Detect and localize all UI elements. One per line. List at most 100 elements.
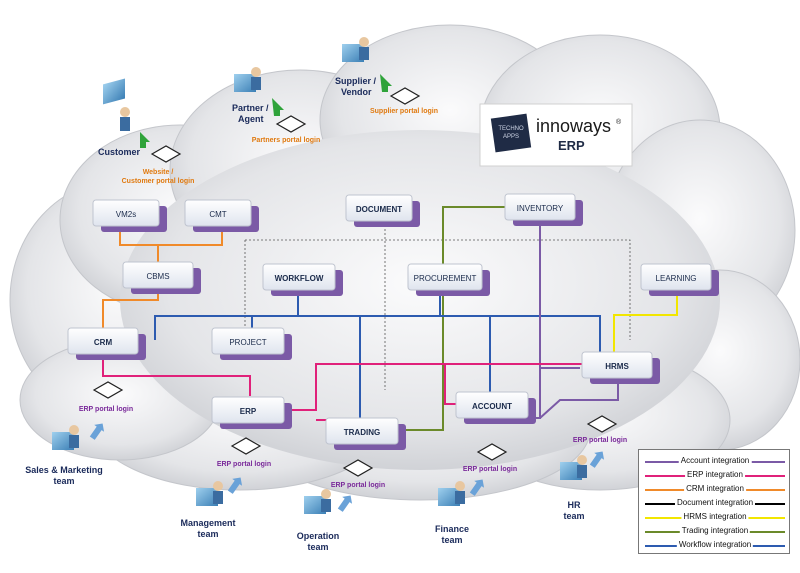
legend-label: Document integration [674, 498, 756, 507]
module-cbms[interactable]: CBMS [122, 261, 201, 294]
module-project[interactable]: PROJECT [211, 327, 292, 360]
module-learning[interactable]: LEARNING [640, 263, 719, 296]
blue-arrow-icon [89, 423, 105, 440]
laptop-icon [150, 145, 182, 163]
legend-item: Account integration [645, 456, 785, 468]
management-team-line2: team [197, 529, 218, 539]
module-cmt[interactable]: CMT [184, 199, 259, 232]
supplier-portal-label[interactable]: Supplier portal login [370, 108, 438, 115]
laptop-icon [275, 115, 307, 133]
person-icon [560, 455, 587, 480]
laptop-icon [476, 443, 508, 461]
laptop-icon [342, 459, 374, 477]
legend-item: ERP integration [645, 470, 785, 482]
module-project-label: PROJECT [229, 338, 266, 347]
module-workflow[interactable]: WORKFLOW [262, 263, 343, 296]
operation-team-line2: team [307, 542, 328, 552]
person-icon [196, 481, 223, 506]
supplier-role-line2: Vendor [341, 87, 372, 97]
legend-label: Trading integration [679, 526, 751, 535]
module-cbms-label: CBMS [146, 272, 169, 281]
module-inventory-label: INVENTORY [517, 204, 564, 213]
legend-item: Workflow integration [645, 540, 785, 552]
module-hrms-label: HRMS [605, 362, 629, 371]
hr-team-line2: team [563, 511, 584, 521]
operation-team-line1: Operation [297, 531, 340, 541]
customer-portal-line1[interactable]: Website / [143, 169, 174, 176]
blue-arrow-icon [469, 479, 485, 496]
module-inventory[interactable]: INVENTORY [504, 193, 583, 226]
management-team: ERP portal login Management team [180, 437, 271, 539]
legend-item: Trading integration [645, 526, 785, 538]
hr-erp-login[interactable]: ERP portal login [573, 437, 627, 444]
module-trading-label: TRADING [344, 428, 380, 437]
management-erp-login[interactable]: ERP portal login [217, 461, 271, 468]
customer-portal-line2[interactable]: Customer portal login [122, 178, 195, 185]
partner-portal: Partner / Agent Partners portal login [232, 67, 320, 144]
module-workflow-label: WORKFLOW [275, 274, 324, 283]
green-arrow-icon [140, 132, 150, 148]
module-trading[interactable]: TRADING [325, 417, 406, 450]
laptop-icon [230, 437, 262, 455]
legend-label: CRM integration [684, 484, 746, 493]
hrms-integration-line [613, 290, 678, 352]
operation-erp-login[interactable]: ERP portal login [331, 482, 385, 489]
logo-badge-top: TECHNO [498, 126, 524, 132]
legend-label: Account integration [678, 456, 752, 465]
module-document-label: DOCUMENT [356, 205, 402, 214]
legend-label: Workflow integration [676, 540, 754, 549]
blue-arrow-icon [337, 495, 353, 512]
crm-integration-lines [102, 230, 223, 330]
laptop-icon [586, 415, 618, 433]
legend-label: ERP integration [685, 470, 745, 479]
logo-registered: ® [616, 118, 622, 126]
module-hrms[interactable]: HRMS [581, 351, 660, 384]
module-account[interactable]: ACCOUNT [455, 391, 536, 424]
person-icon [438, 481, 465, 506]
sales-marketing-team: ERP portal login Sales & Marketing team [25, 381, 133, 486]
trading-integration-line [405, 206, 505, 431]
person-icon [234, 67, 261, 92]
customer-portal: Customer Website / Customer portal login [98, 78, 195, 185]
logo-badge-bottom: APPS [503, 134, 519, 140]
legend-item: HRMS integration [645, 512, 785, 524]
logo-brand: innoways [536, 116, 611, 136]
management-team-line1: Management [180, 518, 235, 528]
blue-arrow-icon [589, 451, 605, 468]
module-crm[interactable]: CRM [67, 327, 146, 360]
module-document[interactable]: DOCUMENT [345, 194, 420, 227]
operation-team: ERP portal login Operation team [297, 459, 385, 552]
legend-label: HRMS integration [681, 512, 749, 521]
hr-team: ERP portal login HR team [560, 415, 627, 521]
module-procurement[interactable]: PROCUREMENT [407, 263, 490, 296]
document-integration-lines [244, 225, 631, 390]
legend-item: Document integration [645, 498, 785, 510]
module-learning-label: LEARNING [656, 274, 697, 283]
finance-team: ERP portal login Finance team [435, 443, 517, 545]
green-arrow-icon [380, 74, 392, 92]
sales-team-line1: Sales & Marketing [25, 465, 103, 475]
partner-role-line2: Agent [238, 114, 264, 124]
person-icon [103, 78, 130, 131]
finance-team-line1: Finance [435, 524, 469, 534]
module-erp[interactable]: ERP [211, 396, 292, 429]
module-erp-label: ERP [240, 407, 257, 416]
partner-role-line1: Partner / [232, 103, 269, 113]
sales-erp-login[interactable]: ERP portal login [79, 406, 133, 413]
person-icon [304, 489, 331, 514]
module-account-label: ACCOUNT [472, 402, 512, 411]
partner-portal-label[interactable]: Partners portal login [252, 137, 320, 144]
legend-item: CRM integration [645, 484, 785, 496]
supplier-portal: Supplier / Vendor Supplier portal login [335, 37, 438, 115]
erp-integration-lines [102, 356, 590, 421]
laptop-icon [92, 381, 124, 399]
logo-product: ERP [558, 138, 585, 153]
module-vm2s-label: VM2s [116, 210, 136, 219]
module-vm2s[interactable]: VM2s [92, 199, 167, 232]
finance-erp-login[interactable]: ERP portal login [463, 466, 517, 473]
green-arrow-icon [272, 98, 284, 116]
person-icon [342, 37, 369, 62]
